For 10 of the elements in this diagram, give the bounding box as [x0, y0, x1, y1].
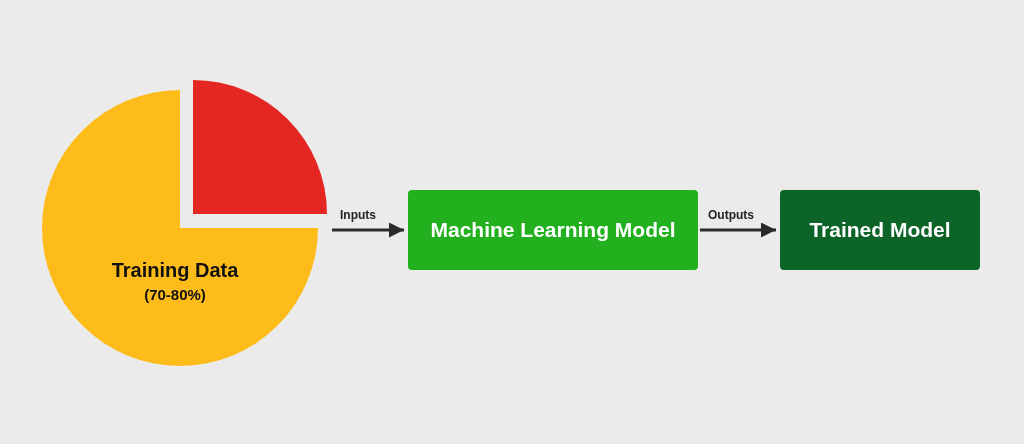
- node-subtitle: (70-80%): [144, 285, 206, 305]
- node-title: Machine Learning Model: [430, 217, 676, 244]
- arrow: [700, 222, 776, 238]
- edge-label: Inputs: [338, 208, 378, 222]
- node-title: Training Data: [111, 258, 239, 283]
- process-box: [780, 190, 980, 270]
- arrow: [332, 222, 404, 238]
- edge-label: Outputs: [706, 208, 756, 222]
- process-box: [408, 190, 698, 270]
- node-title: Trained Model: [809, 217, 951, 244]
